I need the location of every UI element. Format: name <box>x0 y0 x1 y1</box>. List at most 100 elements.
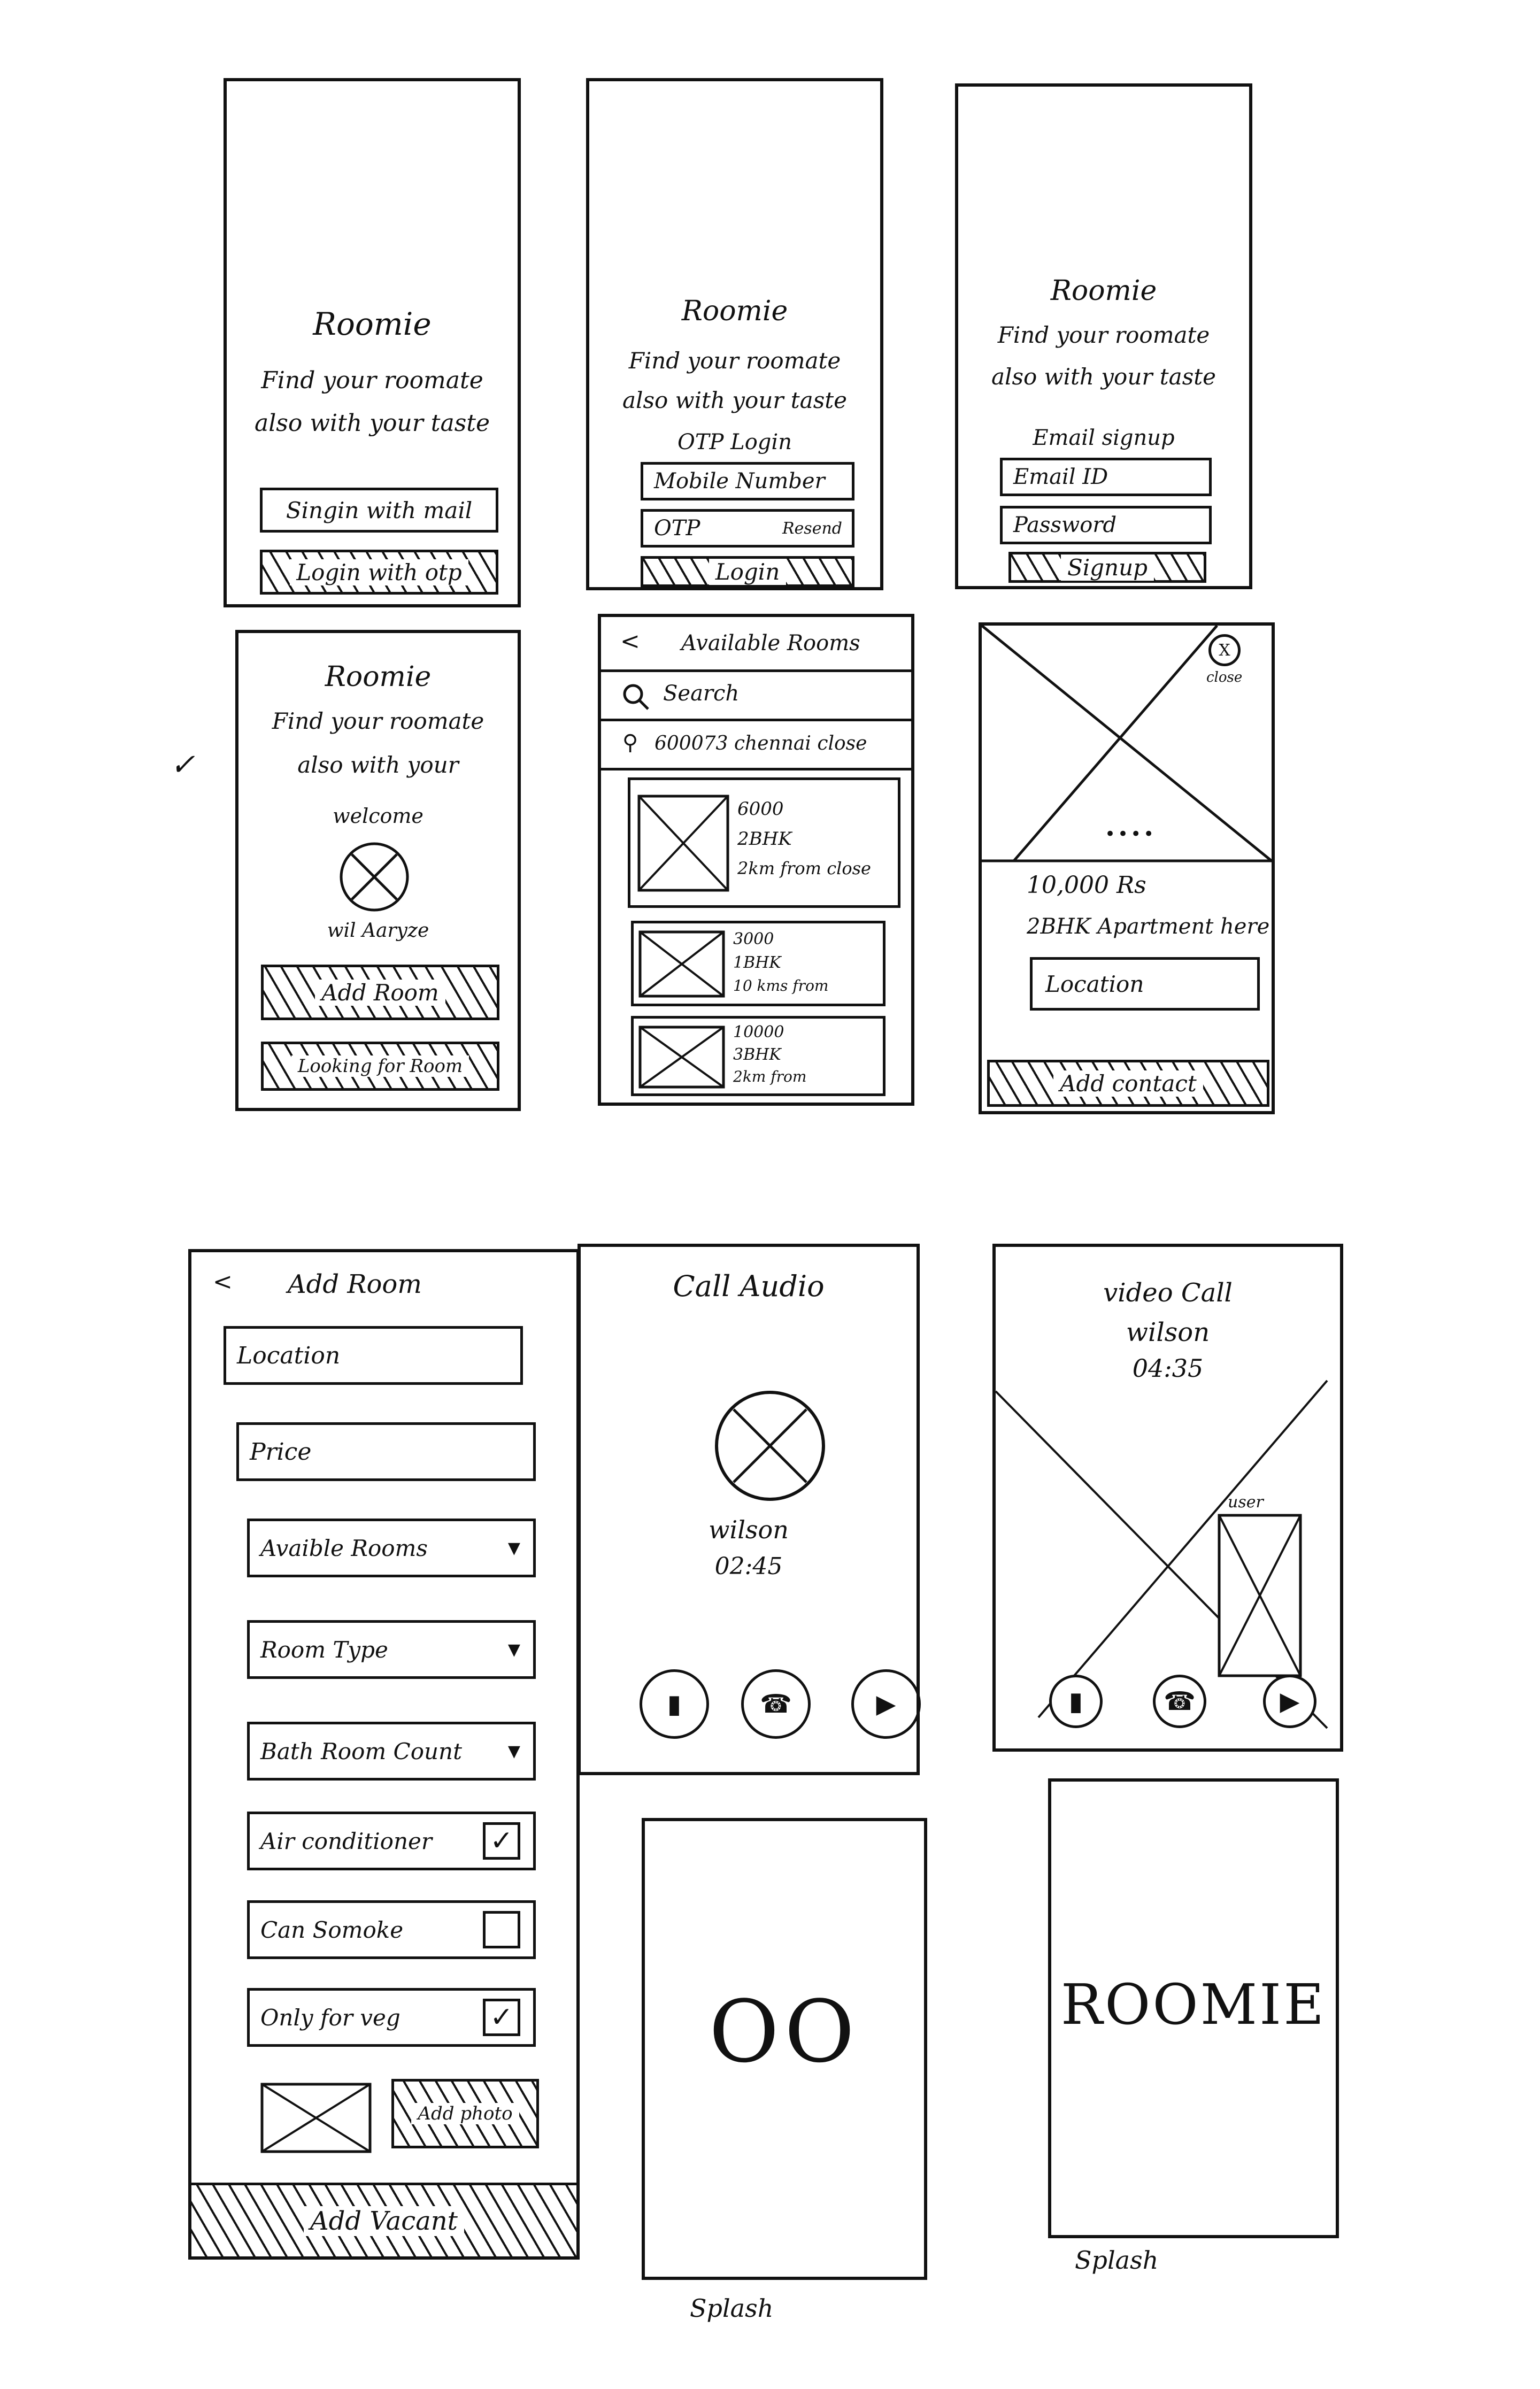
add-room-label: Add Room <box>315 979 445 1006</box>
app-title: Roomie <box>325 661 432 693</box>
tagline-line-2: also with your taste <box>991 364 1216 390</box>
close-label: close <box>1206 669 1243 685</box>
end-call-icon[interactable]: ☎ <box>1153 1675 1206 1728</box>
margin-check-mark: ✓ <box>170 747 195 782</box>
app-title: Roomie <box>1050 275 1157 307</box>
signup-button[interactable]: Signup <box>1008 552 1206 583</box>
call-timer: 04:35 <box>1132 1354 1204 1383</box>
splash-logo-mark: OO <box>709 1982 860 2082</box>
splash-caption: Splash <box>1075 2246 1159 2275</box>
email-id-input[interactable]: Email ID <box>1000 458 1212 496</box>
back-arrow-icon[interactable]: < <box>620 628 640 655</box>
add-vacant-button[interactable]: Add Vacant <box>191 2183 576 2256</box>
screen-room-detail: X close •••• 10,000 Rs 2BHK Apartment he… <box>979 622 1275 1114</box>
listing-distance: 2km from close <box>737 858 871 878</box>
listing-distance: 10 kms from <box>733 977 829 995</box>
tagline-line-1: Find your roomate <box>997 322 1210 348</box>
bathroom-count-label: Bath Room Count <box>260 1738 462 1764</box>
login-with-otp-button[interactable]: Login with otp <box>260 550 498 595</box>
room-listing-card[interactable]: 3000 1BHK 10 kms from <box>631 921 886 1006</box>
air-conditioner-checkbox[interactable]: ✓ <box>483 1822 520 1860</box>
chevron-down-icon: ▼ <box>507 1741 520 1761</box>
screen-email-signup: Roomie Find your roomate also with your … <box>955 83 1252 589</box>
looking-for-room-button[interactable]: Looking for Room <box>261 1042 499 1091</box>
only-for-veg-option[interactable]: Only for veg ✓ <box>247 1988 536 2047</box>
room-price: 10,000 Rs <box>1027 872 1146 899</box>
back-arrow-icon[interactable]: < <box>213 1268 233 1296</box>
otp-input[interactable]: OTP Resend <box>641 509 854 548</box>
can-smoke-option[interactable]: Can Somoke <box>247 1900 536 1959</box>
user-avatar-placeholder <box>340 842 409 912</box>
listing-distance: 2km from <box>733 1068 807 1085</box>
search-bar[interactable]: Search <box>601 669 911 721</box>
only-for-veg-label: Only for veg <box>260 2004 401 2031</box>
call-title: video Call <box>1103 1278 1233 1308</box>
listing-type: 3BHK <box>733 1045 781 1064</box>
tagline-line-2: also with your <box>297 752 459 778</box>
add-photo-button[interactable]: Add photo <box>391 2079 539 2148</box>
available-rooms-label: Avaible Rooms <box>260 1535 428 1561</box>
resend-link[interactable]: Resend <box>782 519 842 538</box>
page-title: Available Rooms <box>681 631 860 656</box>
screen-available-rooms: < Available Rooms Search ⚲ 600073 chenna… <box>598 614 914 1106</box>
email-id-placeholder: Email ID <box>1013 465 1108 489</box>
room-image-placeholder <box>638 1026 725 1089</box>
self-view-placeholder[interactable] <box>1218 1514 1302 1677</box>
search-placeholder: Search <box>663 681 740 706</box>
mute-mic-icon[interactable]: ▮ <box>1049 1675 1103 1728</box>
location-filter[interactable]: ⚲ 600073 chennai close <box>601 719 911 770</box>
close-icon[interactable]: X <box>1208 634 1241 666</box>
bathroom-count-dropdown[interactable]: Bath Room Count ▼ <box>247 1722 536 1781</box>
caller-avatar-placeholder <box>715 1391 825 1501</box>
only-for-veg-checkbox[interactable]: ✓ <box>483 1999 520 2036</box>
splash-caption: Splash <box>690 2294 774 2323</box>
screen-splash-logo: OO <box>642 1818 927 2280</box>
carousel-dots[interactable]: •••• <box>1105 823 1157 845</box>
login-label: Login <box>709 558 787 585</box>
close-icon-glyph: X <box>1219 641 1230 660</box>
tagline-line-2: also with your taste <box>622 387 848 413</box>
password-input[interactable]: Password <box>1000 506 1212 544</box>
video-camera-icon[interactable]: ▶ <box>1263 1675 1316 1728</box>
mobile-number-placeholder: Mobile Number <box>654 469 825 494</box>
can-smoke-checkbox[interactable] <box>483 1911 520 1948</box>
location-filter-text: 600073 chennai close <box>654 733 867 754</box>
splash-wordmark: ROOMIE <box>1060 1972 1327 2037</box>
page-title: Add Room <box>288 1269 422 1299</box>
price-input[interactable]: Price <box>236 1422 536 1481</box>
room-image-placeholder <box>638 930 725 998</box>
screen-audio-call: Call Audio wilson 02:45 ▮ ☎ ▶ <box>578 1244 921 1775</box>
add-contact-button[interactable]: Add contact <box>987 1060 1269 1107</box>
signin-with-mail-button[interactable]: Singin with mail <box>260 488 498 533</box>
room-type-dropdown[interactable]: Room Type ▼ <box>247 1620 536 1679</box>
tagline-line-1: Find your roomate <box>261 367 483 394</box>
room-listing-card[interactable]: 10000 3BHK 2km from <box>631 1016 886 1096</box>
air-conditioner-label: Air conditioner <box>260 1828 432 1854</box>
mobile-number-input[interactable]: Mobile Number <box>641 462 854 500</box>
room-image-placeholder <box>637 795 729 892</box>
location-button[interactable]: Location <box>1030 957 1260 1011</box>
email-signup-heading: Email signup <box>1033 426 1175 450</box>
available-rooms-dropdown[interactable]: Avaible Rooms ▼ <box>247 1519 536 1577</box>
end-call-icon[interactable]: ☎ <box>741 1669 811 1739</box>
add-photo-label: Add photo <box>411 2103 519 2124</box>
self-view-label: user <box>1228 1493 1264 1512</box>
listing-price: 6000 <box>737 798 784 820</box>
tagline-line-1: Find your roomate <box>272 708 484 734</box>
welcome-text: welcome <box>333 804 424 828</box>
room-description: 2BHK Apartment here <box>1027 914 1270 939</box>
screen-add-room: < Add Room Location Price Avaible Rooms … <box>188 1249 580 2260</box>
mute-mic-icon[interactable]: ▮ <box>640 1669 709 1739</box>
location-input[interactable]: Location <box>224 1326 523 1385</box>
add-contact-label: Add contact <box>1053 1070 1203 1097</box>
login-button[interactable]: Login <box>641 556 854 587</box>
video-camera-icon[interactable]: ▶ <box>851 1669 921 1739</box>
listing-price: 10000 <box>733 1023 784 1042</box>
photo-thumbnail-placeholder <box>260 2083 372 2153</box>
call-timer: 02:45 <box>714 1553 783 1580</box>
app-bar: < Available Rooms <box>601 617 911 672</box>
add-room-button[interactable]: Add Room <box>261 965 499 1020</box>
room-listing-card[interactable]: 6000 2BHK 2km from close <box>628 777 900 908</box>
app-title: Roomie <box>681 295 788 327</box>
air-conditioner-option[interactable]: Air conditioner ✓ <box>247 1812 536 1870</box>
